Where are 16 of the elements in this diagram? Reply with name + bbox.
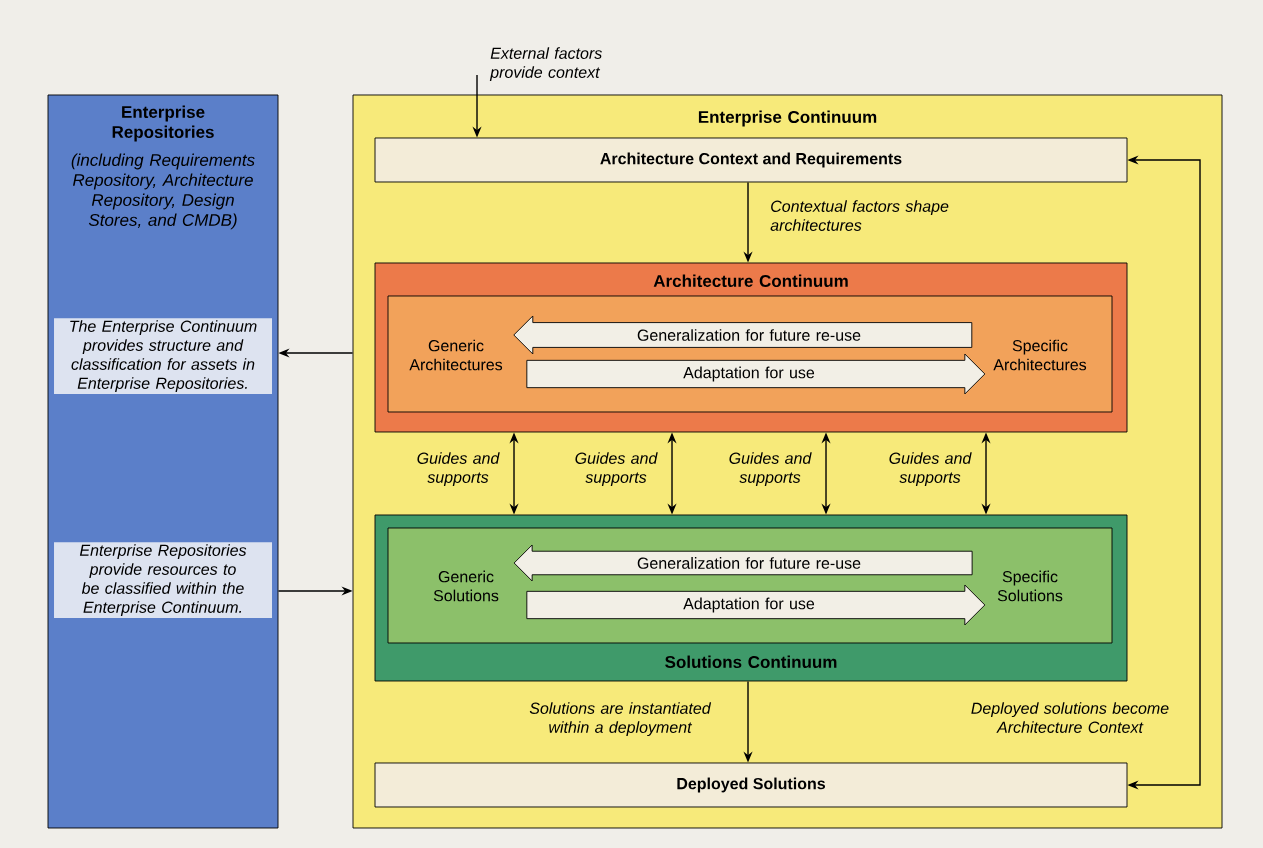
edge-label: External factors provide context: [489, 47, 602, 82]
solution-label: Specific Solutions: [997, 570, 1063, 602]
context-box: Architecture Context and Requirements: [374, 137, 1128, 183]
edge-label: Solutions are instantiated within a deployment: [529, 702, 712, 737]
edge-label: Guides and supports: [889, 452, 972, 487]
edge-label: Guides and supports: [417, 452, 500, 487]
edge-label: The Enterprise Continuum provides structure and classification for assets in Enterprise Repositories.: [54, 318, 272, 395]
deployed-box: Deployed Solutions: [374, 762, 1128, 808]
architecture-label: Specific Architectures: [993, 339, 1087, 371]
architecture-label: Generic Architectures: [409, 339, 503, 371]
edge-label: Guides and supports: [729, 452, 812, 487]
edge-label: Guides and supports: [575, 452, 658, 487]
edge-label: Deployed solutions become Architecture Context: [971, 702, 1169, 733]
solution-label: Generic Solutions: [433, 570, 499, 602]
edge-label: Enterprise Repositories provide resources to be classified within the Enterprise Continuum.: [54, 542, 272, 619]
edge-label: Contextual factors shape architectures: [770, 200, 949, 231]
